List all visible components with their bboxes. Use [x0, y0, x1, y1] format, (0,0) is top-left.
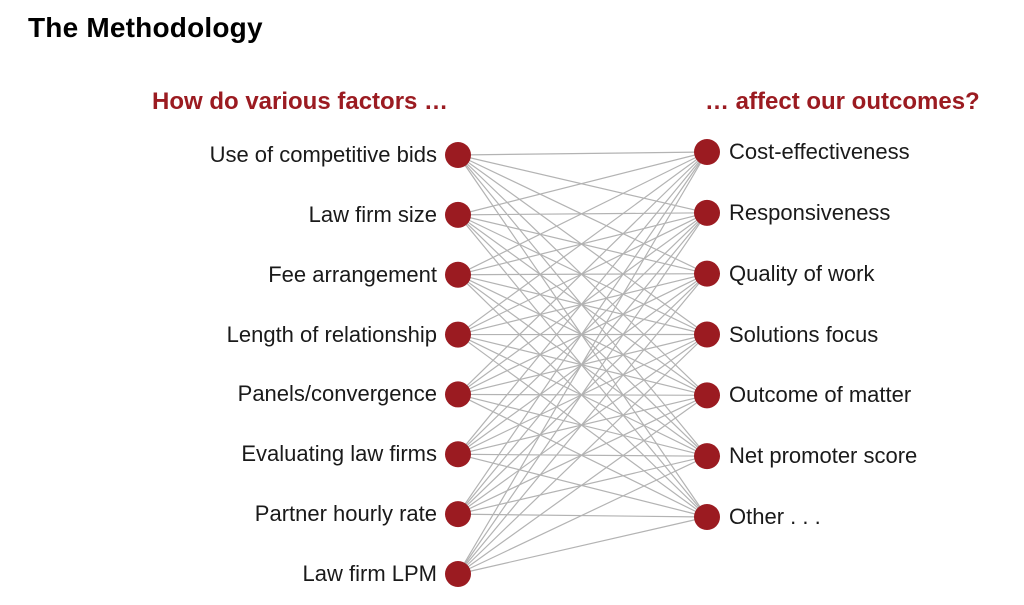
- connection-line: [457, 151, 708, 515]
- factor-label: Use of competitive bids: [209, 142, 437, 167]
- factor-node: [445, 561, 471, 587]
- connection-line: [457, 151, 708, 216]
- outcome-node: [694, 443, 720, 470]
- factor-label: Fee arrangement: [268, 261, 437, 287]
- connection-line: [457, 334, 708, 575]
- outcome-label: Net promoter score: [729, 443, 918, 469]
- slide-title: The Methodology: [28, 12, 263, 43]
- outcome-node: [694, 382, 720, 409]
- factor-node: [445, 321, 471, 348]
- outcome-label: Cost-effectiveness: [729, 139, 910, 164]
- connection-line: [457, 212, 708, 575]
- connection-line: [457, 151, 708, 575]
- connection-line: [457, 394, 708, 575]
- outcome-node: [694, 260, 720, 287]
- factor-node: [445, 441, 471, 468]
- factor-label: Law firm size: [308, 201, 437, 227]
- connection-line: [457, 151, 708, 336]
- factor-node: [445, 501, 471, 528]
- connection-line: [457, 455, 708, 575]
- outcomes-column-header: … affect our outcomes?: [705, 88, 980, 115]
- outcome-node: [694, 321, 720, 348]
- outcome-label: Solutions focus: [729, 321, 879, 347]
- outcome-node: [694, 504, 720, 530]
- outcome-label: Other . . .: [729, 504, 821, 529]
- factor-label: Panels/convergence: [237, 381, 437, 407]
- factor-node: [445, 261, 471, 288]
- outcome-label: Quality of work: [729, 260, 875, 286]
- outcome-label: Responsiveness: [729, 199, 891, 225]
- factor-node: [445, 201, 471, 228]
- factor-label: Law firm LPM: [302, 561, 437, 586]
- factor-label: Evaluating law firms: [241, 441, 437, 467]
- connection-line: [457, 516, 708, 575]
- outcome-label: Outcome of matter: [729, 382, 912, 408]
- outcome-node: [694, 199, 720, 226]
- outcome-node: [694, 139, 720, 165]
- connection-line: [457, 273, 708, 575]
- factor-label: Partner hourly rate: [254, 501, 437, 527]
- factors-column-header: How do various factors …: [152, 88, 449, 115]
- connection-line: [457, 151, 708, 455]
- factor-node: [445, 381, 471, 408]
- connection-line: [457, 151, 708, 395]
- connection-line: [457, 151, 708, 276]
- factor-label: Length of relationship: [226, 321, 437, 347]
- connection-line: [457, 151, 708, 156]
- factor-node: [445, 142, 471, 168]
